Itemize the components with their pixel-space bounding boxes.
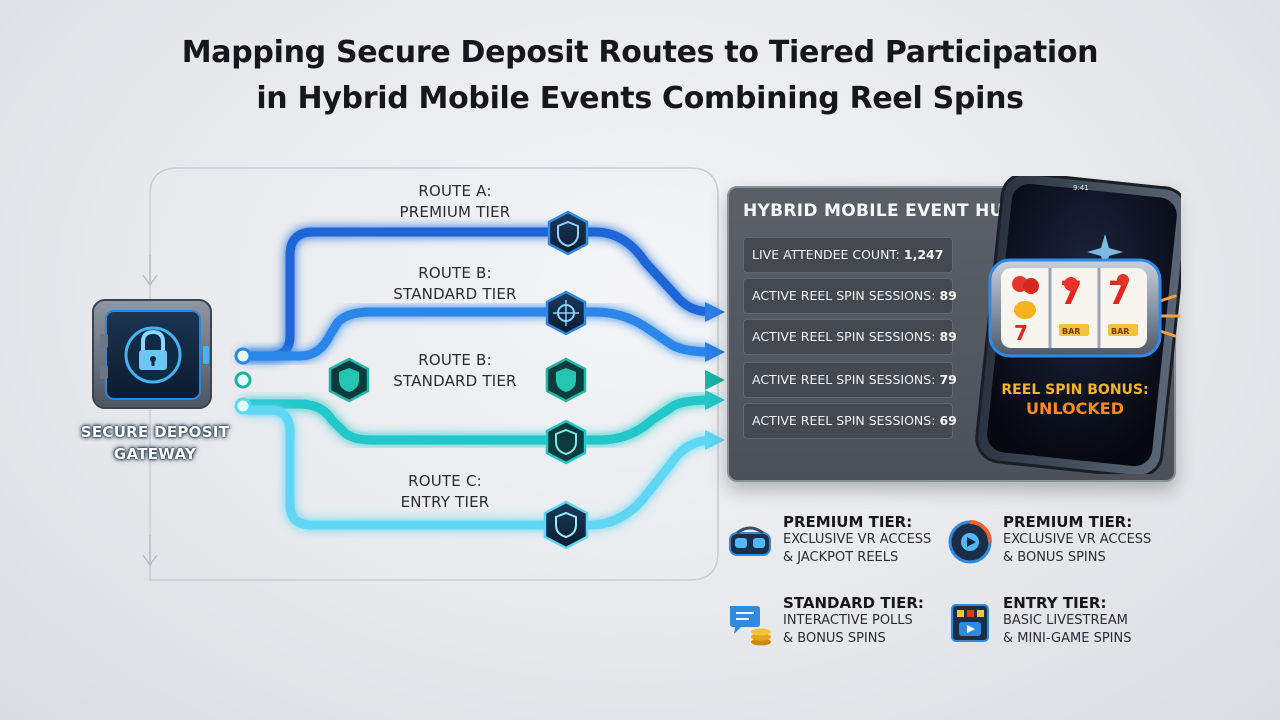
route-b-upper-path: [240, 307, 717, 361]
bonus-label-line-2: UNLOCKED: [1026, 399, 1124, 418]
livestream-play-icon: [951, 604, 989, 642]
legend-entry: ENTRY TIER: BASIC LIVESTREAM & MINI-GAME…: [947, 594, 1197, 654]
legend-standard: STANDARD TIER: INTERACTIVE POLLS & BONUS…: [727, 594, 977, 654]
legend-line-1: BASIC LIVESTREAM: [1003, 613, 1128, 628]
gateway-label: SECURE DEPOSIT GATEWAY: [80, 423, 230, 463]
route-b-target-icon: [545, 290, 587, 336]
route-c-shield-icon: [543, 500, 589, 550]
stat-label: ACTIVE REEL SPIN SESSIONS:: [752, 372, 936, 387]
frame-outline: [149, 167, 719, 581]
route-a-label-line-2: PREMIUM TIER: [399, 203, 511, 221]
stat-attendee-count: LIVE ATTENDEE COUNT:1,247: [743, 237, 953, 273]
phone-status-time: 9:41: [1073, 184, 1089, 192]
stat-label: ACTIVE REEL SPIN SESSIONS:: [752, 413, 936, 428]
gauge-dial-icon: [948, 520, 992, 564]
route-b-middle-label-line-1: ROUTE B:: [418, 351, 492, 369]
arrowhead-5: [705, 430, 725, 450]
route-b-shield-left-icon: [328, 357, 370, 403]
route-b-middle-label-line-2: STANDARD TIER: [393, 372, 517, 390]
phone-slot-machine-icon: 9:41 7 7 BAR 7 BAR REEL SPIN BONUS: UNLO…: [975, 176, 1181, 474]
route-a-label-line-1: ROUTE A:: [418, 182, 492, 200]
stat-reel-sessions-2: ACTIVE REEL SPIN SESSIONS:89: [743, 319, 957, 355]
route-arrowheads: [705, 302, 725, 450]
route-teal-lower-path: [240, 395, 717, 445]
stat-label: LIVE ATTENDEE COUNT:: [752, 247, 900, 262]
stat-value: 69: [939, 413, 957, 428]
route-a-path: [240, 227, 717, 361]
route-c-label-line-1: ROUTE C:: [408, 472, 482, 490]
route-b-upper-label: ROUTE B: STANDARD TIER: [370, 263, 540, 305]
connector-dot-1: [234, 347, 252, 365]
bonus-label-line-1: REEL SPIN BONUS:: [1001, 382, 1148, 398]
connector-dot-3: [234, 397, 252, 415]
legend-title: STANDARD TIER:: [783, 594, 924, 612]
route-c-label: ROUTE C: ENTRY TIER: [370, 471, 520, 513]
svg-text:7: 7: [1014, 321, 1028, 345]
stat-value: 89: [939, 329, 957, 344]
chat-coins-icon: [730, 606, 771, 646]
page-title-line-1: Mapping Secure Deposit Routes to Tiered …: [181, 35, 1099, 70]
legend-line-2: & JACKPOT REELS: [783, 550, 899, 565]
page-title: Mapping Secure Deposit Routes to Tiered …: [0, 30, 1280, 122]
frame-arrow-top: [142, 255, 158, 287]
legend-premium-vr: PREMIUM TIER: EXCLUSIVE VR ACCESS & JACK…: [727, 513, 977, 573]
legend-line-2: & MINI-GAME SPINS: [1003, 631, 1132, 646]
stat-value: 1,247: [903, 247, 944, 262]
arrowhead-2: [705, 342, 725, 362]
route-a-shield-icon: [547, 210, 589, 256]
stat-label: ACTIVE REEL SPIN SESSIONS:: [752, 329, 936, 344]
route-b-upper-label-line-2: STANDARD TIER: [393, 285, 517, 303]
route-b-middle-label: ROUTE B: STANDARD TIER: [370, 350, 540, 392]
route-b-upper-label-line-1: ROUTE B:: [418, 264, 492, 282]
route-c-label-line-2: ENTRY TIER: [400, 493, 490, 511]
gateway-safe-icon: [92, 299, 212, 409]
legend-title: ENTRY TIER:: [1003, 594, 1107, 612]
gateway-connectors: [234, 347, 252, 415]
frame-arrow-bottom: [142, 535, 158, 567]
route-a-label: ROUTE A: PREMIUM TIER: [380, 181, 530, 223]
stat-reel-sessions-1: ACTIVE REEL SPIN SESSIONS:89: [743, 278, 957, 314]
connector-dot-2: [234, 371, 252, 389]
legend-line-1: INTERACTIVE POLLS: [783, 613, 913, 628]
legend-line-1: EXCLUSIVE VR ACCESS: [1003, 532, 1152, 547]
stat-reel-sessions-4: ACTIVE REEL SPIN SESSIONS:69: [743, 403, 957, 439]
legend-line-1: EXCLUSIVE VR ACCESS: [783, 532, 932, 547]
arrowhead-1: [705, 302, 725, 322]
stat-reel-sessions-3: ACTIVE REEL SPIN SESSIONS:79: [743, 362, 957, 398]
page-title-line-2: in Hybrid Mobile Events Combining Reel S…: [256, 81, 1024, 116]
stat-value: 79: [939, 372, 957, 387]
arrowhead-3: [705, 370, 725, 390]
legend-premium-bonus: PREMIUM TIER: EXCLUSIVE VR ACCESS & BONU…: [947, 513, 1197, 573]
arrowhead-4: [705, 390, 725, 410]
hub-title: HYBRID MOBILE EVENT HUB: [743, 201, 1017, 221]
slot-reel-drum: 7 7 BAR 7 BAR: [988, 258, 1162, 358]
svg-text:BAR: BAR: [1111, 327, 1129, 336]
legend-title: PREMIUM TIER:: [1003, 513, 1133, 531]
legend-line-2: & BONUS SPINS: [1003, 550, 1106, 565]
svg-text:BAR: BAR: [1062, 327, 1080, 336]
stat-value: 89: [939, 288, 957, 303]
route-c-path: [240, 405, 717, 530]
legend-line-2: & BONUS SPINS: [783, 631, 886, 646]
route-teal-shield-icon: [545, 419, 587, 465]
route-b-shield-right-icon: [545, 357, 587, 403]
legend-title: PREMIUM TIER:: [783, 513, 913, 531]
stat-label: ACTIVE REEL SPIN SESSIONS:: [752, 288, 936, 303]
vr-headset-icon: [729, 526, 771, 556]
